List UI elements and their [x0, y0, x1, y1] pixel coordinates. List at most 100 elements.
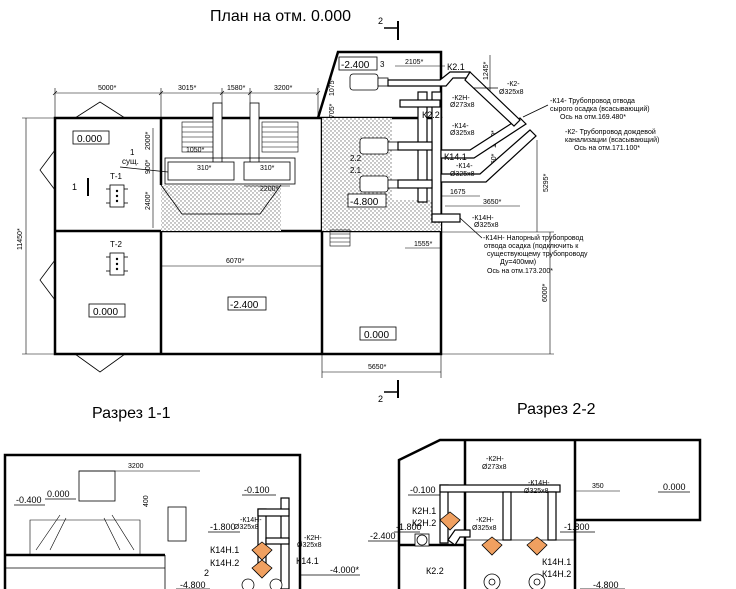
- plan-pipework: [387, 71, 537, 223]
- s22-k2n-mid: -К2Н-: [476, 517, 494, 524]
- svg-text:-1.800: -1.800: [564, 522, 590, 532]
- transformer-t1: Т-1: [106, 172, 128, 208]
- section-mark-1: 1: [72, 178, 89, 196]
- s22-k14n: -К14Н-: [528, 480, 550, 487]
- s22-level-l4: -1.800: [560, 522, 595, 533]
- s22-k14n1: К14Н.1: [542, 557, 571, 567]
- dim-1075: 1075*: [329, 77, 336, 96]
- label-k22: К2.2: [422, 110, 440, 120]
- label-k14n-d: Ø325х8: [474, 222, 499, 229]
- label-k14n: -К14Н-: [472, 215, 494, 222]
- dim-2000: 2000*: [145, 131, 152, 150]
- dim-5295: 5295*: [543, 173, 550, 192]
- label-k2n-top-d: Ø273х8: [450, 102, 475, 109]
- dim-chain-top: [52, 88, 321, 118]
- s11-k14n-d: Ø325х8: [234, 524, 259, 531]
- svg-text:-1.800: -1.800: [210, 522, 236, 532]
- dim-705: 705*: [329, 103, 336, 118]
- exist-number: 1: [130, 148, 135, 157]
- section11-drawing: 3200 400 -0.400 0.000 -0.100 -1.800 -4.0…: [3, 453, 360, 589]
- svg-text:-4.800: -4.800: [593, 580, 619, 589]
- dim-1675: 1675: [450, 189, 466, 196]
- label-k14a-d: Ø325х8: [450, 130, 475, 137]
- svg-text:-4.800: -4.800: [350, 197, 379, 208]
- section-mark-2-bottom: 2: [378, 380, 399, 404]
- s22-pipework: [439, 484, 561, 589]
- section-mark-2-top: 2: [378, 16, 399, 40]
- svg-text:1: 1: [72, 182, 77, 192]
- svg-text:сырого осадка (всасывающий): сырого осадка (всасывающий): [550, 105, 650, 113]
- svg-text:2.1: 2.1: [350, 166, 362, 175]
- s22-k2n1: К2Н.1: [412, 506, 436, 516]
- s22-k2n-top-d: Ø273х8: [482, 464, 507, 471]
- s11-k141: К14.1: [296, 556, 319, 566]
- s11-level-l5: -4.000*: [300, 565, 360, 576]
- dim-1245: 1245*: [483, 61, 490, 80]
- section11-title: Разрез 1-1: [92, 405, 171, 422]
- section22-drawing: -0.100 -1.800 -2.400 -1.800 0.000 -4.800…: [368, 438, 702, 589]
- label-k14b: -К14-: [456, 163, 473, 170]
- svg-text:отвода осадка (подключить к: отвода осадка (подключить к: [484, 243, 579, 250]
- label-k14a: -К14-: [452, 123, 469, 130]
- label-k2n-top: -К2Н-: [452, 95, 470, 102]
- svg-text:0.000: 0.000: [364, 330, 389, 341]
- dim-1050: 1050*: [186, 147, 205, 154]
- s22-level-l1: -0.100: [408, 485, 440, 496]
- svg-text:Ду=400мм): Ду=400мм): [500, 259, 536, 266]
- dim-3650: 3650*: [483, 199, 502, 206]
- pump-2-2: 2.2: [350, 137, 399, 163]
- s11-k2n: -К2Н-: [304, 535, 322, 542]
- dim-2400: 2400*: [145, 191, 152, 210]
- svg-text:0.000: 0.000: [77, 134, 102, 145]
- dim-900: 900*: [145, 159, 152, 174]
- svg-text:3: 3: [380, 60, 385, 69]
- level-room-bl: 0.000: [88, 303, 126, 318]
- label-k141: К14.1: [444, 152, 467, 162]
- level-bottom-right: 0.000: [359, 326, 397, 341]
- s11-level-l4: -1.800: [208, 522, 240, 533]
- exist-word: сущ.: [122, 157, 139, 166]
- svg-text:0.000: 0.000: [47, 489, 70, 499]
- svg-text:2: 2: [378, 394, 383, 404]
- s22-level-l2: -1.800: [394, 522, 422, 533]
- s22-k2n-mid-d: Ø325х8: [472, 525, 497, 532]
- level-pit: -4.800: [347, 193, 387, 208]
- s11-level-l6: -4.800: [176, 580, 210, 589]
- dim-1580: 1580*: [227, 85, 246, 92]
- dim-2200: 2200*: [260, 186, 279, 193]
- svg-text:Ось на отм.169.480*: Ось на отм.169.480*: [560, 114, 626, 121]
- note-k2: -К2- Трубопровод дождевой канализации (в…: [565, 128, 659, 152]
- s22-level-l3: -2.400: [368, 531, 399, 542]
- plan-stairs: [181, 121, 351, 247]
- s22-k22: К2.2: [426, 566, 444, 576]
- pump-3: 3: [349, 60, 389, 91]
- pump-2-1: 2.1: [350, 166, 399, 193]
- dim-310a: 310*: [197, 165, 212, 172]
- svg-text:0.000: 0.000: [663, 482, 686, 492]
- note-k14: -К14- Трубопровод отвода сырого осадка (…: [522, 97, 650, 121]
- svg-text:2: 2: [378, 16, 383, 26]
- label-k21: К2.1: [447, 62, 465, 72]
- dim-5000: 5000*: [98, 85, 117, 92]
- s22-level-l6: -4.800: [580, 580, 625, 589]
- s11-k14n: -К14Н-: [240, 517, 262, 524]
- note-k14n: -К14Н- Напорный трубопровод отвода осадк…: [459, 217, 588, 275]
- dim-11450: 11450*: [17, 228, 24, 250]
- s11-pipework: [241, 497, 290, 589]
- svg-text:Т-2: Т-2: [110, 240, 123, 249]
- svg-text:существующему трубопроводу: существующему трубопроводу: [487, 250, 588, 258]
- s11-k14n1: К14Н.1: [210, 545, 239, 555]
- s22-k2n2: К2Н.2: [412, 518, 436, 528]
- svg-text:-1.800: -1.800: [396, 522, 422, 532]
- s11-level-l3: -0.100: [242, 485, 276, 496]
- dim-6070: 6070*: [226, 258, 245, 265]
- level-room-tl: 0.000: [72, 130, 110, 145]
- svg-text:Ось на отм.171.100*: Ось на отм.171.100*: [574, 145, 640, 152]
- s22-k14n2: К14Н.2: [542, 569, 571, 579]
- s22-k2n-top: -К2Н-: [486, 456, 504, 463]
- dim-1555: 1555*: [414, 241, 433, 248]
- svg-text:-4.800: -4.800: [180, 580, 206, 589]
- svg-text:-4.000*: -4.000*: [330, 565, 360, 575]
- level-center: -2.400: [227, 296, 267, 311]
